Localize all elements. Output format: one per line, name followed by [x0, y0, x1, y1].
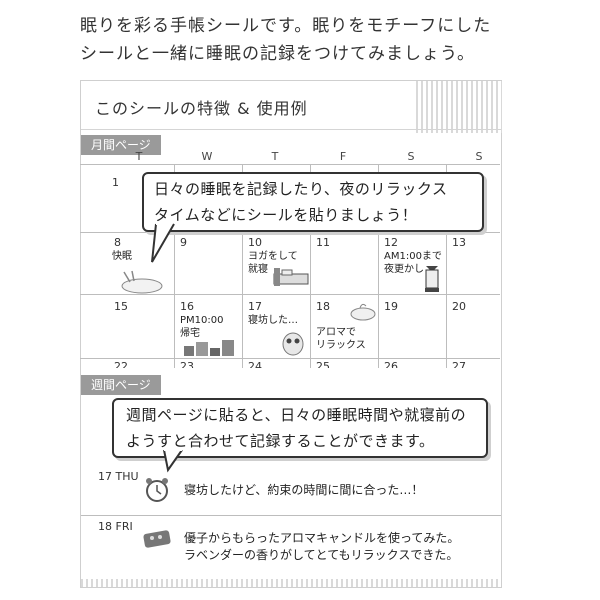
calendar-note: アロマで リラックス: [316, 327, 366, 351]
calendar-day: 8: [114, 236, 121, 249]
monthly-page-tag: 月間ページ: [81, 135, 161, 155]
calendar-day: 15: [114, 300, 128, 313]
rabbit-sticker-icon: [121, 270, 163, 294]
monthly-calendar: T W T F S S 1 8 9 10 11 12 13 15 16 17 1…: [80, 150, 500, 368]
weekly-entry-text: 寝坊したけど、約束の時間に間に合った…！: [184, 483, 424, 497]
panel-title: このシールの特徴 & 使用例: [95, 99, 308, 118]
bed-sticker-icon: [273, 268, 309, 286]
weekday-header: F: [339, 150, 347, 163]
weekday-header: S: [475, 150, 483, 163]
calendar-day: 1: [112, 176, 119, 189]
owl-sticker-icon: [282, 332, 304, 356]
calendar-col-line: [446, 164, 447, 368]
weekly-entry-text: 優子からもらったアロマキャンドルを使ってみた。: [184, 531, 460, 545]
weekday-header: W: [201, 150, 213, 163]
calendar-note: ヨガをして 就寝: [248, 251, 298, 275]
monthly-callout-line-2: タイムなどにシールを貼りましょう！: [154, 206, 418, 224]
weekday-header: T: [135, 150, 143, 163]
calendar-day: 24: [248, 360, 262, 368]
lantern-sticker-icon: [425, 266, 439, 292]
weekday-header: T: [271, 150, 279, 163]
calendar-day: 16: [180, 300, 194, 313]
calendar-note: 快眠: [112, 251, 132, 262]
panel-stripe-decoration: [416, 81, 502, 133]
calendar-note: 寝坊した…: [248, 315, 298, 326]
panel-divider: [81, 129, 501, 130]
weekly-page-tag: 週間ページ: [81, 375, 161, 395]
intro-line-1: 眠りを彩る手帳シールです。眠りをモチーフにした: [80, 16, 492, 36]
weekly-entry-day: 18 FRI: [98, 520, 133, 533]
calendar-day: 22: [114, 360, 128, 368]
calendar-day: 9: [180, 236, 187, 249]
calendar-note: PM10:00 帰宅: [180, 315, 224, 339]
monthly-callout: 日々の睡眠を記録したり、夜のリラックス タイムなどにシールを貼りましょう！: [142, 172, 484, 232]
intro-text: 眠りを彩る手帳シールです。眠りをモチーフにした シールと一緒に睡眠の記録をつけて…: [80, 12, 540, 68]
calendar-day: 12: [384, 236, 398, 249]
candle-sticker-icon: [143, 530, 171, 548]
weekly-callout-tail: [163, 448, 183, 473]
calendar-day: 26: [384, 360, 398, 368]
alarm-clock-sticker-icon: [146, 478, 168, 502]
panel-bottom-stripe: [81, 579, 501, 587]
calendar-row-line: [80, 294, 500, 295]
weekday-header: S: [407, 150, 415, 163]
weekly-entry-text: ラベンダーの香りがしてとてもリラックスできた。: [184, 548, 459, 562]
calendar-col-line: [378, 164, 379, 368]
calendar-day: 18: [316, 300, 330, 313]
calendar-day: 27: [452, 360, 466, 368]
calendar-day: 19: [384, 300, 398, 313]
monthly-callout-line-1: 日々の睡眠を記録したり、夜のリラックス: [154, 180, 448, 198]
weekly-entry-day: 17 THU: [98, 470, 139, 483]
calendar-day: 11: [316, 236, 330, 249]
monthly-callout-tail: [151, 222, 175, 263]
calendar-day: 10: [248, 236, 262, 249]
weekly-callout: 週間ページに貼ると、日々の睡眠時間や就寝前の ようすと合わせて記録することができ…: [112, 398, 488, 458]
weekly-callout-line-2: ようすと合わせて記録することができます。: [126, 432, 435, 450]
intro-line-2: シールと一緒に睡眠の記録をつけてみましょう。: [80, 44, 475, 64]
calendar-day: 17: [248, 300, 262, 313]
calendar-col-line: [242, 164, 243, 368]
calendar-row-line: [80, 164, 500, 165]
calendar-col-line: [310, 164, 311, 368]
weekly-callout-line-1: 週間ページに貼ると、日々の睡眠時間や就寝前の: [126, 406, 467, 424]
calendar-day: 25: [316, 360, 330, 368]
calendar-row-line: [80, 358, 500, 359]
weekly-row-divider: [81, 515, 501, 516]
calendar-day: 23: [180, 360, 194, 368]
house-sticker-icon: [184, 340, 234, 356]
calendar-row-line: [80, 232, 500, 233]
calendar-col-line: [174, 164, 175, 368]
calendar-day: 20: [452, 300, 466, 313]
aroma-sticker-icon: [350, 303, 376, 321]
calendar-day: 13: [452, 236, 466, 249]
calendar-note: AM1:00まで 夜更かし: [384, 251, 442, 275]
